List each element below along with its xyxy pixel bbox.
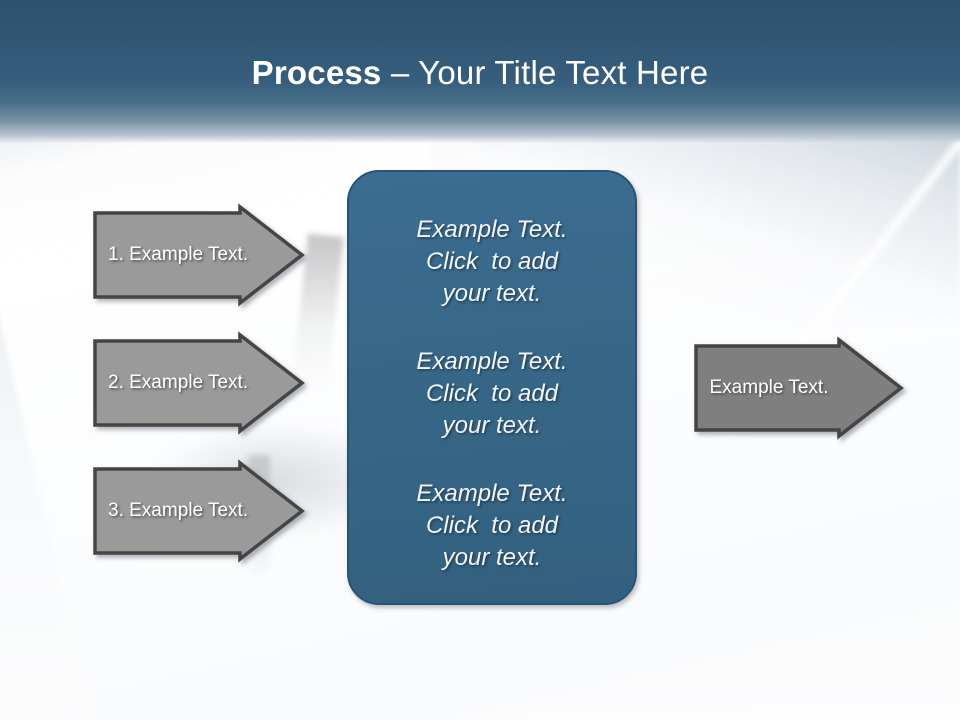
center-panel-block-2: Example Text. Click to add your text. <box>349 346 635 442</box>
center-panel-block-1-line-1: Example Text. <box>416 216 568 243</box>
input-arrow-2[interactable]: 2. Example Text. <box>93 331 305 435</box>
center-panel-block-1-line-2: Click to add <box>425 248 559 275</box>
arrow-right-icon <box>93 203 305 307</box>
center-panel-block-3-line-3: your text. <box>442 544 542 571</box>
center-panel-block-3-line-1: Example Text. <box>416 480 568 507</box>
arrow-right-icon <box>93 331 305 435</box>
input-arrow-1[interactable]: 1. Example Text. <box>93 203 305 307</box>
center-panel-block-2-line-2: Click to add <box>425 380 559 407</box>
center-panel-block-2-line-1: Example Text. <box>416 348 568 375</box>
input-arrow-3[interactable]: 3. Example Text. <box>93 459 305 563</box>
title-banner <box>0 0 960 143</box>
center-panel-block-3-line-2: Click to add <box>425 512 559 539</box>
arrow-right-icon <box>93 459 305 563</box>
output-arrow[interactable]: Example Text. <box>694 336 904 440</box>
process-center-panel[interactable]: Example Text. Click to add your text. Ex… <box>347 170 637 605</box>
center-panel-block-1-line-3: your text. <box>442 280 542 307</box>
arrow-right-icon <box>694 336 904 440</box>
page-title-bold: Process <box>251 54 382 91</box>
center-panel-block-3: Example Text. Click to add your text. <box>349 478 635 574</box>
page-title-rest: – Your Title Text Here <box>381 54 709 91</box>
center-panel-block-1: Example Text. Click to add your text. <box>349 214 635 310</box>
page-title: Process – Your Title Text Here <box>0 54 960 92</box>
center-panel-block-2-line-3: your text. <box>442 412 542 439</box>
